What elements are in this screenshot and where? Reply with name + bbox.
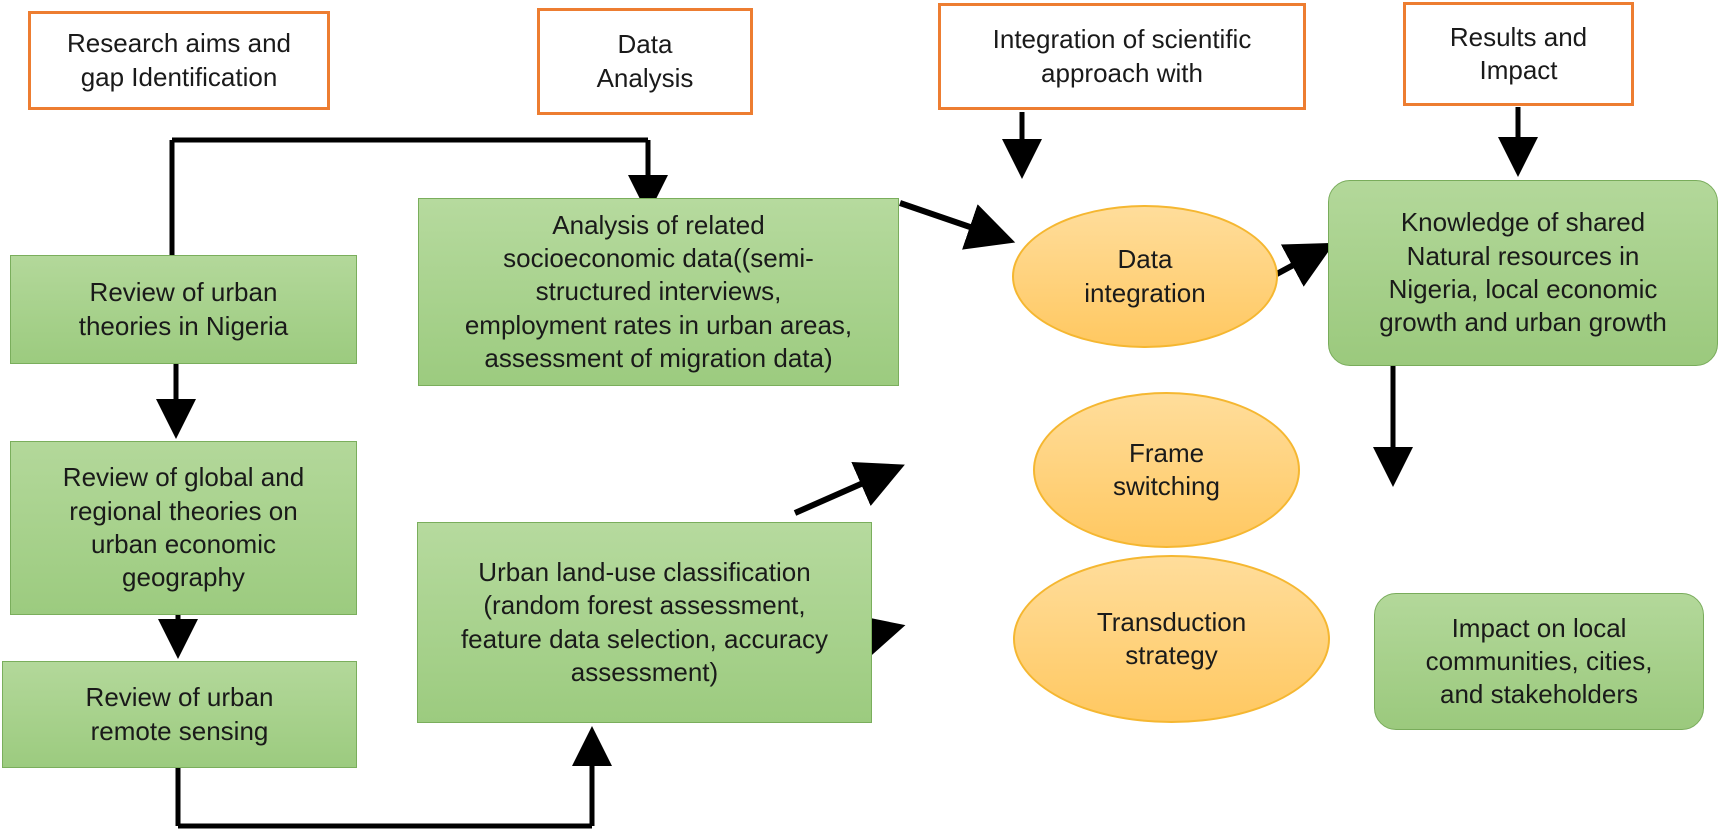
ellipse-label-frame-switching: Frame switching	[1113, 437, 1220, 501]
ellipse-data-integration[interactable]: Data integration	[1012, 205, 1278, 348]
process-label-socioeconomic-analysis: Analysis of related socioeconomic data((…	[464, 209, 853, 373]
phase-box-results-impact[interactable]: Results and Impact	[1403, 2, 1634, 106]
process-box-urban-theories[interactable]: Review of urban theories in Nigeria	[10, 255, 357, 364]
process-label-landuse-classification: Urban land-use classification (random fo…	[460, 556, 829, 687]
phase-box-data-analysis[interactable]: Data Analysis	[537, 8, 753, 115]
ellipse-transduction-strategy[interactable]: Transduction strategy	[1013, 555, 1330, 723]
outcome-label-impact: Impact on local communities, cities, and…	[1425, 612, 1653, 710]
phase-label-integration: Integration of scientific approach with	[992, 24, 1252, 88]
ellipse-label-transduction-strategy: Transduction strategy	[1096, 606, 1247, 670]
process-label-global-regional-theories: Review of global and regional theories o…	[62, 462, 305, 593]
process-label-remote-sensing: Review of urban remote sensing	[85, 682, 274, 746]
edge-landuse-to-frame	[793, 462, 905, 516]
edge-socioeconomic-to-integration	[899, 200, 1016, 250]
ellipse-label-data-integration: Data integration	[1084, 244, 1206, 308]
ellipse-frame-switching[interactable]: Frame switching	[1033, 392, 1300, 548]
outcome-label-knowledge: Knowledge of shared Natural resources in…	[1379, 207, 1667, 338]
process-box-global-regional-theories[interactable]: Review of global and regional theories o…	[10, 441, 357, 615]
phase-box-research-aims[interactable]: Research aims and gap Identification	[28, 11, 330, 110]
phase-label-results-impact: Results and Impact	[1449, 21, 1588, 85]
outcome-box-impact[interactable]: Impact on local communities, cities, and…	[1374, 593, 1704, 730]
phase-label-data-analysis: Data Analysis	[596, 29, 694, 93]
process-box-remote-sensing[interactable]: Review of urban remote sensing	[2, 661, 357, 768]
outcome-box-knowledge[interactable]: Knowledge of shared Natural resources in…	[1328, 180, 1718, 366]
process-box-socioeconomic-analysis[interactable]: Analysis of related socioeconomic data((…	[418, 198, 899, 386]
phase-box-integration[interactable]: Integration of scientific approach with	[938, 3, 1306, 110]
phase-label-research-aims: Research aims and gap Identification	[67, 28, 291, 92]
process-box-landuse-classification[interactable]: Urban land-use classification (random fo…	[417, 522, 872, 723]
process-label-urban-theories: Review of urban theories in Nigeria	[78, 277, 289, 341]
